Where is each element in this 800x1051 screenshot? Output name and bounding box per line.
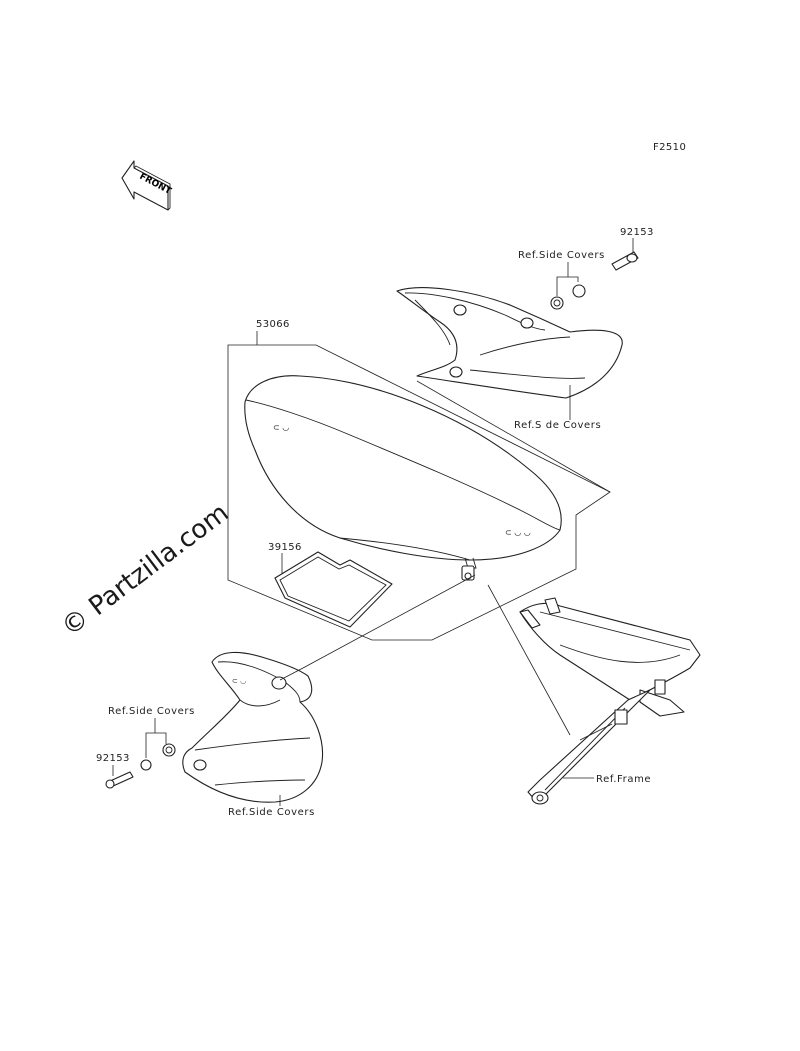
ref-side-covers-top-upper: Ref.Side Covers	[518, 250, 605, 261]
part-number-92153-top: 92153	[620, 227, 654, 238]
seat-pad	[274, 551, 393, 628]
part-number-39156: 39156	[268, 542, 302, 553]
figure-code: F2510	[653, 142, 686, 153]
seat-assembly-outline	[227, 331, 611, 641]
front-arrow-icon: FRONT	[121, 160, 173, 211]
screw-top	[611, 251, 639, 271]
bracket-collars-top	[556, 276, 579, 296]
part-number-92153-bottom: 92153	[96, 753, 130, 764]
ref-side-covers-bottom-upper: Ref.Side Covers	[108, 706, 195, 717]
bracket-collars-bottom	[145, 732, 167, 758]
side-cover-right	[396, 287, 623, 399]
svg-text:⊂ ◡ ◡: ⊂ ◡ ◡	[505, 528, 531, 537]
svg-text:⊂ ◡: ⊂ ◡	[273, 423, 289, 432]
side-cover-left: ⊂ ◡	[182, 651, 324, 803]
svg-text:⊂ ◡: ⊂ ◡	[232, 677, 246, 685]
part-number-53066: 53066	[256, 319, 290, 330]
collar-top	[550, 284, 586, 310]
frame	[519, 597, 701, 805]
ref-side-covers-top-lower: Ref.S de Covers	[514, 420, 601, 431]
seat: ⊂ ◡ ⊂ ◡ ◡	[244, 375, 562, 581]
ref-side-covers-bottom-lower: Ref.Side Covers	[228, 807, 315, 818]
ref-frame: Ref.Frame	[596, 774, 651, 785]
screw-bottom	[105, 771, 134, 789]
watermark: © Partzilla.com	[56, 498, 234, 643]
collar-bottom	[140, 743, 176, 771]
